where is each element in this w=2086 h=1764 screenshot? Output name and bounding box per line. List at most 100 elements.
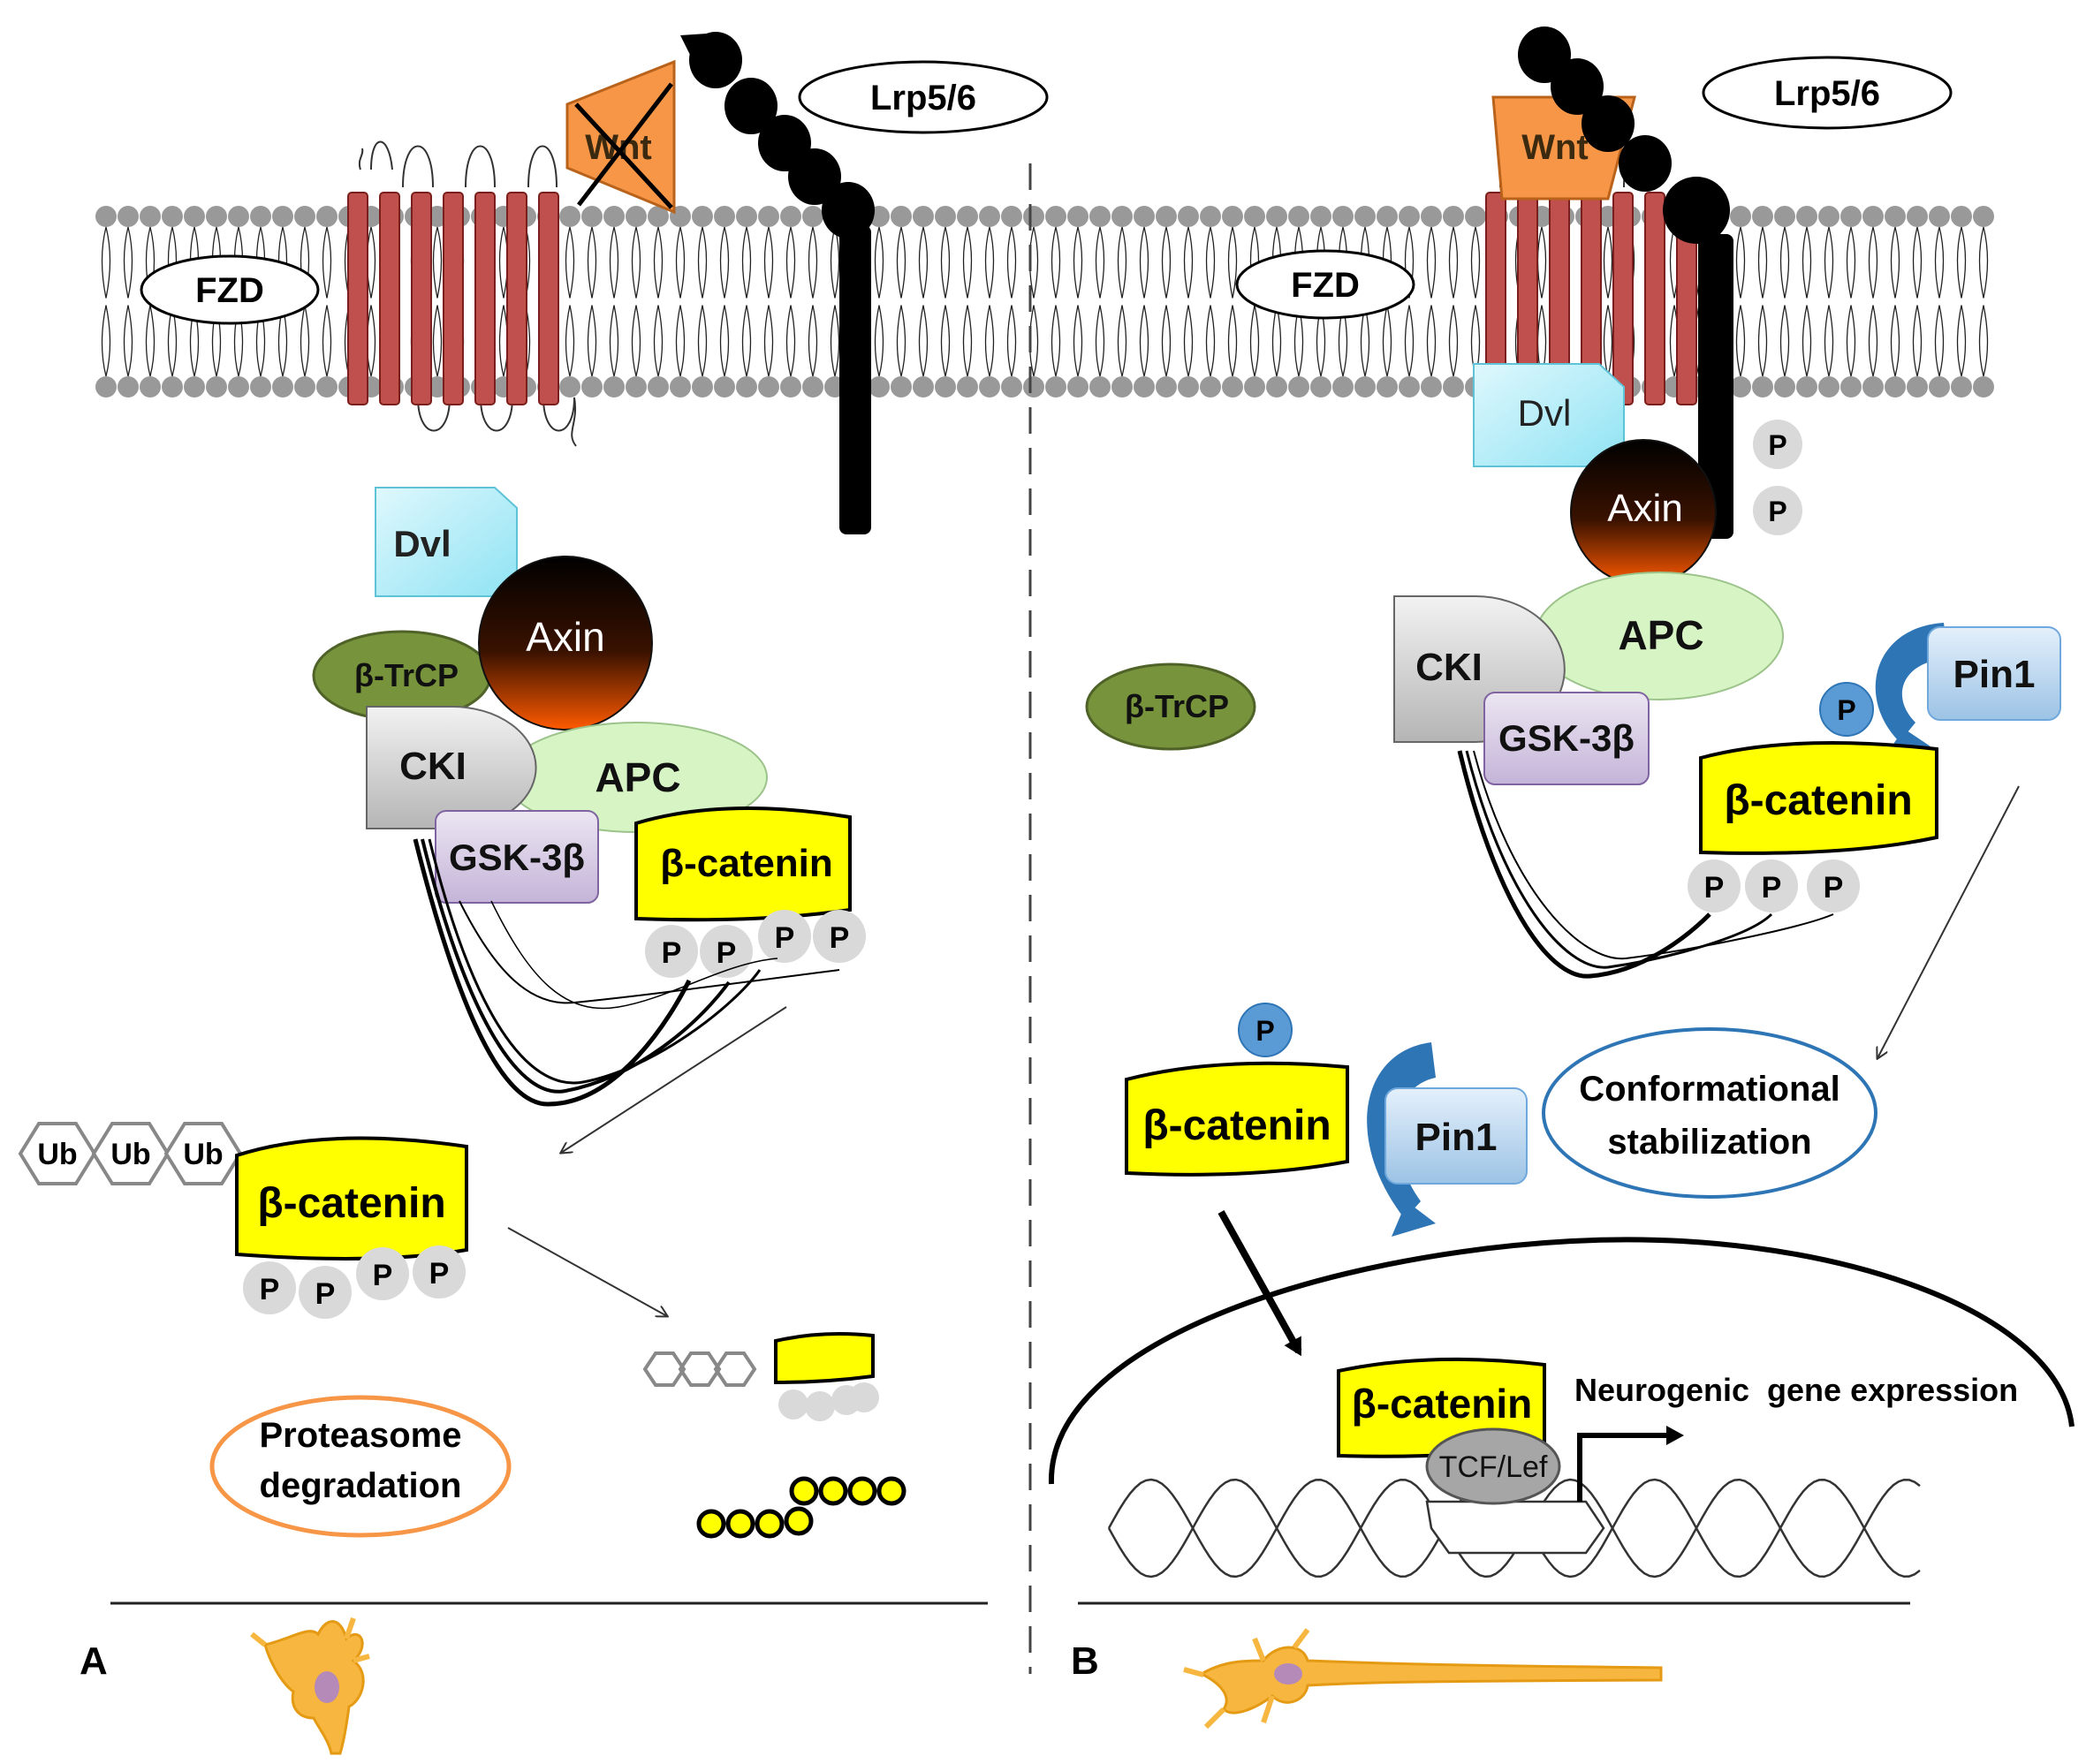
phosphorylation-curves-a (413, 838, 840, 1107)
arrow-to-proteasome-a (507, 1227, 667, 1316)
lipid-tail (1824, 226, 1834, 377)
lipid-head (1818, 206, 1839, 227)
tcf-lef-label-b: TCF/Lef (1439, 1450, 1548, 1484)
lipid-tail (1183, 226, 1194, 377)
pin1-label-b-bottom: Pin1 (1415, 1116, 1498, 1159)
lipid-head (581, 206, 603, 227)
lipid-head (140, 206, 161, 227)
lipid-head (1332, 376, 1354, 397)
transcription-arrow-b (1577, 1426, 1684, 1502)
lipid-tail (1934, 226, 1945, 377)
lipid-head (1951, 206, 1972, 227)
lipid-tail (432, 226, 443, 377)
lipid-head (891, 206, 912, 227)
lrp-label-bubble-b (1702, 56, 1953, 130)
lipid-head (1178, 376, 1199, 397)
lipid-tail (145, 226, 156, 377)
lipid-tail (940, 226, 951, 377)
lipid-head (780, 206, 801, 227)
lrp-label-b: Lrp5/6 (1774, 74, 1880, 113)
lipid-head (1862, 376, 1884, 397)
lipid-head (294, 206, 315, 227)
lipid-head (670, 376, 691, 397)
lipid-tail (167, 226, 178, 377)
arrow-to-stabilization-b (1877, 785, 2020, 1058)
lipid-tail (1227, 226, 1238, 377)
lipid-head (1929, 376, 1950, 397)
gsk-label-b: GSK-3β (1498, 717, 1635, 759)
phospho-group-a1: P P P P (645, 910, 866, 978)
lipid-head (1840, 376, 1862, 397)
lipid-tail (1757, 226, 1768, 377)
lipid-head (1929, 206, 1950, 227)
lipid-head (802, 206, 823, 227)
lipid-head (626, 206, 647, 227)
lipid-tail (653, 226, 664, 377)
lipid-head (206, 376, 227, 397)
lipid-head (95, 376, 117, 397)
lipid-tail (631, 226, 641, 377)
degraded-fragments-a (642, 1332, 906, 1539)
lipid-head (913, 206, 934, 227)
lipid-head (1443, 206, 1464, 227)
lipid-tail (1956, 226, 1967, 377)
lipid-head (1266, 376, 1287, 397)
lipid-tail (1470, 226, 1481, 377)
lipid-head (581, 376, 603, 397)
lipid-tail (322, 226, 332, 377)
lipid-head (1377, 376, 1398, 397)
lipid-tail (1536, 226, 1547, 377)
dvl-label-a: Dvl (393, 523, 451, 564)
apc-label-b: APC (1618, 612, 1703, 658)
svg-text:P: P (1837, 694, 1855, 726)
lipid-head (95, 206, 117, 227)
wnt-cross-a (577, 82, 673, 207)
wnt-ligand-a: Wnt (565, 59, 676, 215)
bcat-ub-a (235, 1136, 468, 1261)
lipid-head (250, 206, 271, 227)
lipid-head (736, 206, 757, 227)
lipid-tail (896, 226, 906, 377)
gsk-label-a: GSK-3β (449, 837, 585, 878)
btrcp-label-b: β-TrCP (1125, 688, 1229, 724)
lipid-head (1332, 206, 1354, 227)
lipid-tail (1161, 226, 1172, 377)
fzd-label-a: FZD (195, 271, 264, 310)
lipid-tail (1912, 226, 1923, 377)
lipid-head (1200, 206, 1221, 227)
arrow-to-ub-a (561, 1006, 787, 1153)
stabilization-bubble-b (1542, 1027, 1877, 1199)
lipid-tail (300, 226, 310, 377)
svg-text:P: P (1768, 496, 1786, 527)
lipid-head (1399, 376, 1420, 397)
lipid-head (1222, 376, 1243, 397)
stabilization-label-line2: stabilization (1607, 1123, 1811, 1162)
lipid-tail (1139, 226, 1149, 377)
fzd-label-bubble-a (140, 254, 320, 325)
pin1-b-bottom (1384, 1087, 1528, 1185)
lipid-tail (1205, 226, 1216, 377)
pin1-label-b-top: Pin1 (1953, 653, 2036, 696)
lipid-head (1067, 376, 1089, 397)
lipid-head (1089, 376, 1111, 397)
svg-text:P: P (775, 921, 795, 955)
fzd-receptor-a (347, 140, 577, 447)
bcat-ub-label-a: β-catenin (257, 1180, 445, 1227)
lipid-tail (918, 226, 929, 377)
lipid-tail (1249, 226, 1260, 377)
mature-neuron-icon (1183, 1628, 1663, 1730)
lipid-head (1421, 206, 1442, 227)
cki-label-a: CKI (399, 745, 467, 788)
lipid-head (1089, 206, 1111, 227)
lipid-tail (123, 226, 133, 377)
bcat-complex-b (1699, 740, 1938, 855)
lipid-head (1730, 376, 1751, 397)
lipid-tail (1890, 226, 1900, 377)
lipid-head (736, 376, 757, 397)
lipid-head (935, 376, 956, 397)
lipid-tail (785, 226, 796, 377)
lipid-head (1288, 206, 1309, 227)
panel-b-letter: B (1071, 1639, 1099, 1683)
lipid-head (1045, 376, 1066, 397)
lipid-head (1067, 206, 1089, 227)
